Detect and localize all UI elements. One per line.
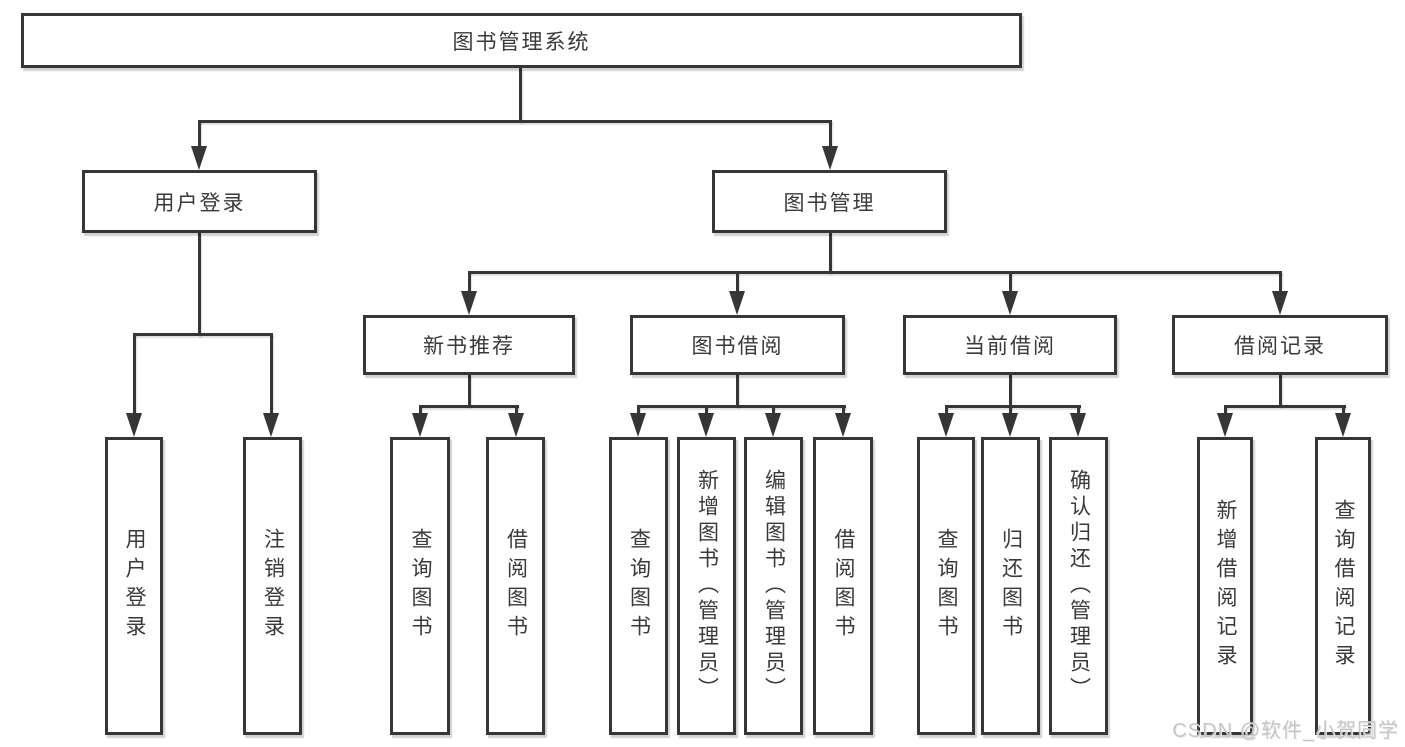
arrow-borrowing-records: [1272, 291, 1288, 315]
connector-root-stem: [519, 68, 522, 122]
node-label: 用户登录: [153, 191, 246, 215]
arrow-query3: [938, 413, 954, 437]
connector-drop-new-book: [468, 271, 471, 295]
connector-drop-add-book: [705, 405, 708, 415]
node-current-borrowing: 当前借阅: [903, 315, 1117, 375]
leaf-return-books: 归还图书: [981, 437, 1040, 735]
leaf-label: 确认归还（管理员）: [1067, 469, 1091, 703]
leaf-add-books-admin: 新增图书（管理员）: [677, 437, 736, 735]
arrow-current-borrowing: [1002, 291, 1018, 315]
leaf-label: 查询图书: [627, 528, 651, 644]
leaf-label: 借阅图书: [832, 528, 855, 644]
connector-drop-edit-book: [772, 405, 775, 415]
arrow-edit-book: [765, 413, 781, 437]
connector-drop-current-borrowing: [1009, 271, 1012, 295]
arrow-user-login: [191, 146, 207, 170]
connector-book-borrowing-stem: [736, 375, 739, 407]
node-label: 新书推荐: [423, 335, 515, 358]
node-label: 图书管理: [783, 191, 876, 215]
connector-level2-rail: [198, 120, 832, 123]
connector-drop-borrowing-records: [1279, 271, 1282, 295]
leaf-label: 用户登录: [123, 528, 146, 644]
connector-book-borrowing-rail: [637, 405, 846, 408]
connector-drop-query-record: [1342, 405, 1345, 415]
connector-drop-confirm-return: [1077, 405, 1080, 415]
leaf-query-books-2: 查询图书: [609, 437, 668, 735]
connector-drop-book-management: [829, 120, 832, 148]
arrow-borrow1: [508, 413, 524, 437]
leaf-query-borrow-record: 查询借阅记录: [1315, 437, 1371, 735]
node-label: 借阅记录: [1234, 335, 1326, 358]
leaf-label: 查询图书: [409, 528, 432, 644]
node-borrowing-records: 借阅记录: [1172, 315, 1388, 375]
leaf-add-borrow-record: 新增借阅记录: [1197, 437, 1253, 735]
connector-drop-query3: [945, 405, 948, 415]
leaf-edit-books-admin: 编辑图书（管理员）: [744, 437, 803, 735]
arrow-book-borrowing: [729, 291, 745, 315]
arrow-leaf-user-login: [126, 413, 142, 437]
node-library-management-system: 图书管理系统: [21, 13, 1022, 68]
leaf-label: 编辑图书（管理员）: [762, 469, 786, 703]
connector-user-login-stem: [198, 233, 201, 336]
node-book-borrowing: 图书借阅: [630, 315, 845, 375]
connector-new-book-stem: [468, 375, 471, 407]
leaf-label: 新增图书（管理员）: [695, 469, 719, 703]
arrow-borrow2: [835, 413, 851, 437]
arrow-query2: [630, 413, 646, 437]
connector-drop-borrow1: [515, 405, 518, 415]
connector-level3-rail: [468, 271, 1282, 274]
connector-drop-borrow2: [842, 405, 845, 415]
connector-current-borrowing-rail: [945, 405, 1081, 408]
watermark-csdn: CSDN @软件_小贺同学: [1172, 720, 1399, 742]
connector-current-borrowing-stem: [1009, 375, 1012, 407]
leaf-logout-login: 注销登录: [243, 437, 302, 735]
connector-drop-return-books: [1009, 405, 1012, 415]
connector-user-login-rail: [133, 333, 273, 336]
arrow-query1: [412, 413, 428, 437]
connector-drop-add-record: [1224, 405, 1227, 415]
connector-borrowing-records-rail: [1224, 405, 1346, 408]
leaf-label: 借阅图书: [504, 528, 528, 644]
node-label: 图书借阅: [691, 335, 784, 358]
node-label: 当前借阅: [964, 335, 1056, 358]
leaf-borrow-books-2: 借阅图书: [813, 437, 873, 735]
node-new-book-recommend: 新书推荐: [363, 315, 575, 375]
arrow-add-book: [698, 413, 714, 437]
connector-drop-user-login: [198, 120, 201, 148]
leaf-label: 查询图书: [935, 528, 958, 644]
leaf-label: 注销登录: [261, 528, 285, 644]
arrow-new-book: [461, 291, 477, 315]
arrow-leaf-logout: [263, 413, 279, 437]
connector-new-book-rail: [419, 405, 519, 408]
leaf-confirm-return-admin: 确认归还（管理员）: [1049, 437, 1108, 735]
arrow-book-management: [822, 146, 838, 170]
connector-drop-query1: [419, 405, 422, 415]
connector-book-management-stem: [829, 233, 832, 273]
arrow-add-record: [1217, 413, 1233, 437]
arrow-confirm-return: [1070, 413, 1086, 437]
connector-drop-leaf-user-login: [133, 333, 136, 415]
leaf-query-books-1: 查询图书: [390, 437, 450, 735]
node-user-login: 用户登录: [82, 170, 317, 233]
leaf-user-login: 用户登录: [105, 437, 163, 735]
arrow-return-books: [1002, 413, 1018, 437]
node-book-management: 图书管理: [712, 170, 947, 233]
connector-drop-query2: [637, 405, 640, 415]
node-label: 图书管理系统: [452, 30, 591, 54]
connector-borrowing-records-stem: [1279, 375, 1282, 407]
connector-drop-leaf-logout: [270, 333, 273, 415]
arrow-query-record: [1335, 413, 1351, 437]
leaf-query-books-3: 查询图书: [917, 437, 975, 735]
leaf-label: 归还图书: [999, 528, 1023, 644]
leaf-label: 新增借阅记录: [1214, 499, 1237, 673]
leaf-label: 查询借阅记录: [1332, 499, 1355, 673]
leaf-borrow-books-1: 借阅图书: [486, 437, 545, 735]
connector-drop-book-borrowing: [736, 271, 739, 295]
